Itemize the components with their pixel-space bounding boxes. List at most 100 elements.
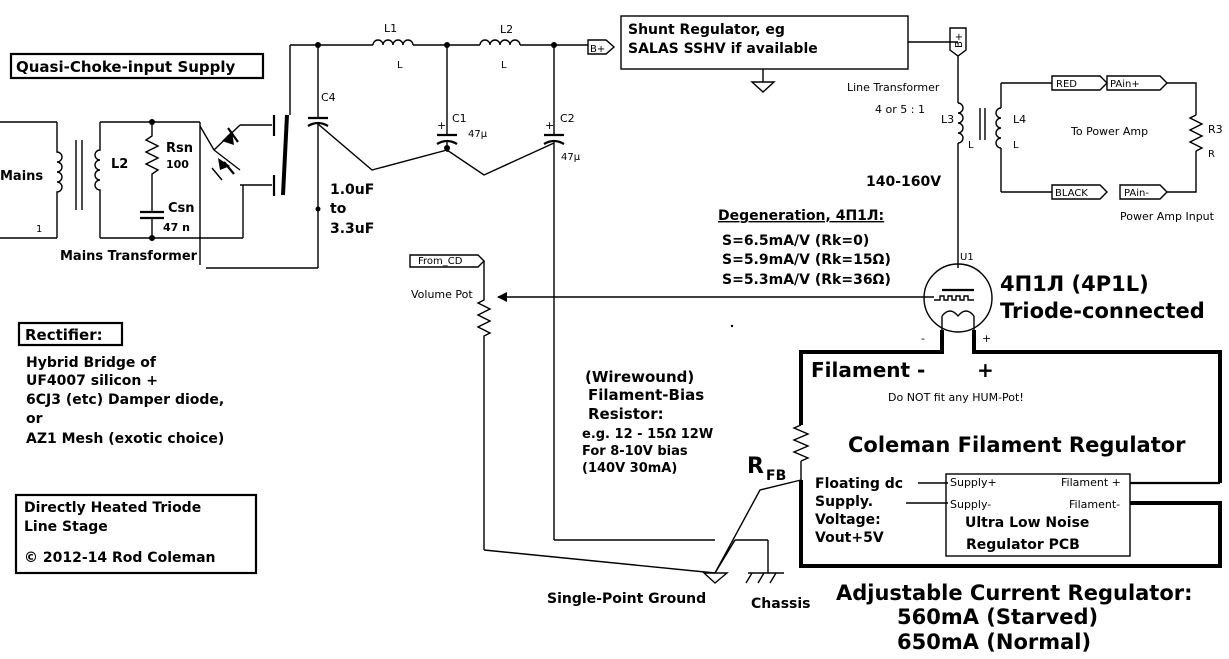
- adjustable-current-note: Adjustable Current Regulator: 560mA (Sta…: [836, 581, 1193, 654]
- l4-label: L4: [1013, 113, 1026, 126]
- tube-4p1l: U1 - +: [921, 252, 993, 345]
- floating-line-4: Vout+5V: [815, 530, 884, 546]
- bplus-vertical-label: B+: [954, 33, 965, 48]
- primary-coil: [56, 122, 63, 238]
- degeneration-block: Degeneration, 4П1Л: S=6.5mA/V (Rk=0) S=5…: [718, 208, 891, 288]
- from-cd-label: From_CD: [418, 256, 463, 267]
- l4-l: L: [1013, 140, 1019, 151]
- adj-line-3: 650mA (Normal): [897, 630, 1091, 654]
- volume-pot-label: Volume Pot: [411, 288, 473, 301]
- power-amp-input-label: Power Amp Input: [1120, 210, 1215, 223]
- rectifier-line-4: or: [26, 411, 43, 427]
- bplus-vertical-tag: B+: [949, 27, 967, 57]
- black-tag-label: BLACK: [1055, 188, 1088, 199]
- pcb-line-1: Ultra Low Noise: [965, 515, 1089, 531]
- no-hum-pot: Do NOT fit any HUM-Pot!: [888, 391, 1024, 404]
- tube-connection: Triode-connected: [1000, 299, 1205, 323]
- rectifier-line-2: UF4007 silicon +: [26, 373, 158, 389]
- chassis-ground: Chassis: [745, 540, 811, 612]
- floating-line-1: Floating dc: [815, 476, 903, 492]
- supply-minus-pin: Supply-: [950, 498, 991, 511]
- bplus-tag-label: B+: [590, 44, 605, 55]
- from-cd-tag: From_CD: [409, 254, 485, 268]
- rectifier-note: Rectifier: Hybrid Bridge of UF4007 silic…: [17, 321, 224, 447]
- c4-label: C4: [321, 91, 336, 104]
- floating-supply-note: Floating dc Supply. Voltage: Vout+5V: [815, 476, 903, 546]
- chassis-label: Chassis: [751, 596, 811, 612]
- c4-capacitor: C4 1.0uF to 3.3uF: [307, 91, 374, 268]
- fb-line-2: Filament-Bias: [588, 386, 704, 404]
- r3-resistor: R3 R: [1167, 82, 1223, 193]
- rsn-label: Rsn: [166, 141, 193, 156]
- credit-box: Directly Heated Triode Line Stage © 2012…: [14, 493, 258, 575]
- pain-minus-tag: PAin-: [1119, 184, 1168, 200]
- ratio-label: 4 or 5 : 1: [875, 103, 925, 116]
- mains-label: Mains: [0, 169, 43, 184]
- line-transformer-label: Line Transformer: [847, 81, 940, 94]
- fb-line-4: e.g. 12 - 15Ω 12W: [582, 427, 713, 442]
- u1-label: U1: [960, 252, 974, 263]
- csn-capacitor: Csn 47 n: [140, 200, 195, 241]
- bplus-tag: B+: [587, 39, 616, 55]
- rfb-resistor: [792, 424, 810, 462]
- l3-l: L: [968, 140, 974, 151]
- l2-inductor: L2 L: [479, 23, 521, 71]
- s-value-3: S=5.3mA/V (Rk=36Ω): [722, 272, 891, 288]
- mains-one: 1: [36, 224, 42, 235]
- rectifier-bridge: [199, 115, 276, 265]
- c2-capacitor: + C2 47µ: [543, 45, 581, 540]
- pain-plus-label: PAin+: [1110, 79, 1140, 90]
- fb-line-5: For 8-10V bias: [582, 444, 688, 459]
- shunt-ground: [750, 69, 776, 93]
- shunt-line-1: Shunt Regulator, eg: [628, 22, 785, 38]
- credit-line-1: Directly Heated Triode: [24, 500, 201, 516]
- filament-plus-label: +: [977, 358, 994, 382]
- rectifier-line-1: Hybrid Bridge of: [26, 355, 157, 371]
- black-tag: BLACK: [1051, 184, 1108, 200]
- filament-minus-label: Filament -: [811, 358, 925, 382]
- red-tag-label: RED: [1056, 79, 1077, 90]
- rectifier-line-3: 6CJ3 (etc) Damper diode,: [26, 392, 224, 408]
- rectifier-title: Rectifier:: [25, 326, 103, 344]
- secondary-coil: [94, 122, 101, 238]
- fb-line-3: Resistor:: [588, 405, 664, 423]
- adj-line-2: 560mA (Starved): [897, 605, 1098, 629]
- single-point-ground-label: Single-Point Ground: [547, 591, 706, 607]
- pain-minus-label: PAin-: [1124, 188, 1149, 199]
- c2-label: C2: [560, 112, 575, 125]
- l4-winding: L4 L: [995, 83, 1026, 192]
- l1-label: L1: [384, 22, 397, 35]
- to-power-amp-label: To Power Amp: [1070, 125, 1148, 138]
- choke-bar: [281, 114, 289, 196]
- s-value-2: S=5.9mA/V (Rk=15Ω): [722, 252, 891, 268]
- floating-line-3: Voltage:: [815, 512, 881, 528]
- red-tag: RED: [1051, 75, 1108, 91]
- voltage-label: 140-160V: [866, 174, 941, 190]
- filament-minus-pin: Filament-: [1069, 498, 1120, 511]
- volume-pot: [476, 285, 507, 550]
- shunt-regulator-box: Shunt Regulator, eg SALAS SSHV if availa…: [620, 15, 909, 70]
- l2-l: L: [501, 60, 507, 71]
- adj-line-1: Adjustable Current Regulator:: [836, 581, 1193, 605]
- fb-line-6: (140V 30mA): [582, 461, 677, 476]
- filament-wiring: [714, 330, 1222, 574]
- csn-label: Csn: [168, 201, 195, 216]
- pain-plus-tag: PAin+: [1106, 75, 1168, 91]
- fb-line-1: (Wirewound): [585, 368, 694, 386]
- c4-value-2: to: [330, 201, 347, 217]
- regulator-pcb-box: Supply+ Supply- Filament + Filament- Ult…: [945, 473, 1131, 557]
- l1-l: L: [397, 60, 403, 71]
- c1-label: C1: [452, 112, 467, 125]
- filament-plus-pin: Filament +: [1061, 476, 1121, 489]
- s-value-1: S=6.5mA/V (Rk=0): [722, 233, 869, 249]
- r3-label: R3: [1208, 123, 1223, 136]
- c1-value: 47µ: [468, 129, 488, 140]
- shunt-line-2: SALAS SSHV if available: [628, 41, 818, 57]
- c2-value: 47µ: [561, 152, 581, 163]
- l2-label: L2: [500, 23, 513, 36]
- credit-line-3: © 2012-14 Rod Coleman: [24, 550, 216, 566]
- l3-label: L3: [941, 113, 954, 126]
- supply-title-box: Quasi-Choke-input Supply: [9, 52, 265, 80]
- rfb-sub: FB: [766, 468, 786, 484]
